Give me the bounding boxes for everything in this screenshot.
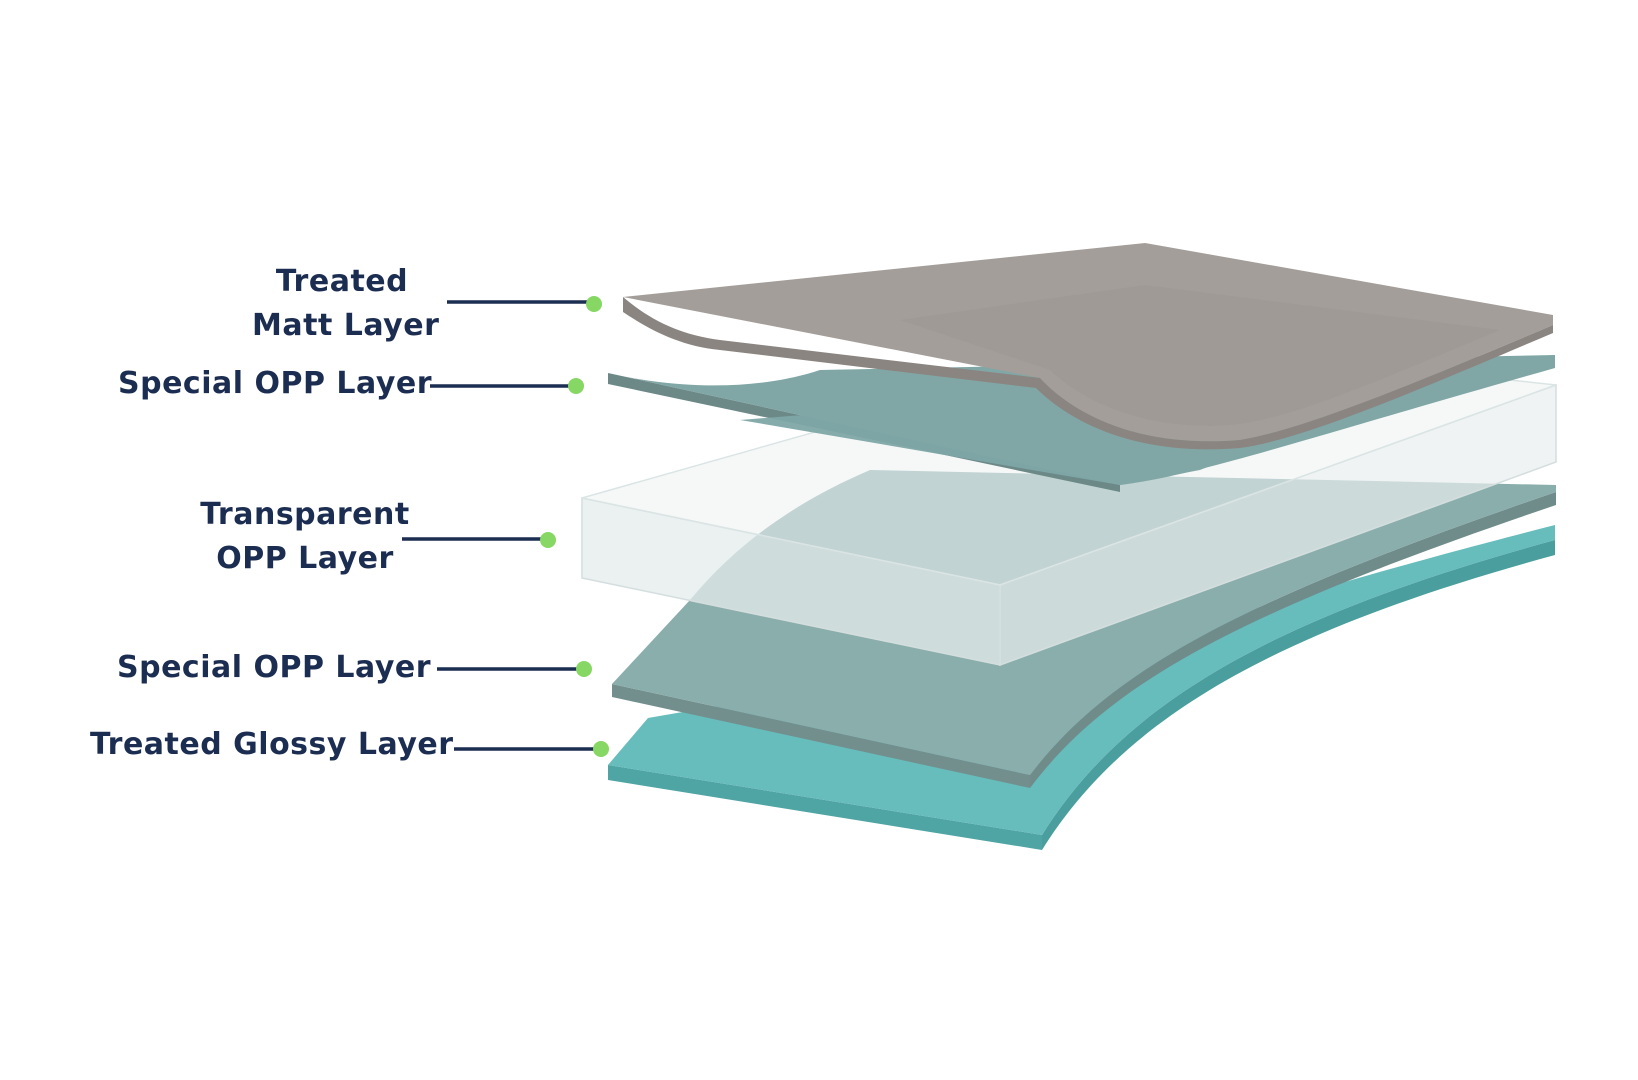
marker-dot-transparent — [540, 532, 556, 548]
label-treated-matt-layer: Treated Matt Layer — [252, 264, 440, 343]
leader-lines — [402, 300, 600, 751]
label-transparent-opp-layer: Transparent OPP Layer — [200, 497, 410, 576]
label-special-opp-layer-top: Special OPP Layer — [118, 366, 433, 401]
marker-dot-special-bottom — [576, 661, 592, 677]
label-treated-glossy-layer: Treated Glossy Layer — [90, 727, 454, 762]
marker-dot-matt — [586, 296, 602, 312]
label-special-opp-layer-bottom: Special OPP Layer — [117, 650, 432, 685]
marker-dot-special-top — [568, 378, 584, 394]
matt-layer-shape — [623, 243, 1553, 450]
marker-dots — [540, 296, 609, 757]
marker-dot-glossy — [593, 741, 609, 757]
